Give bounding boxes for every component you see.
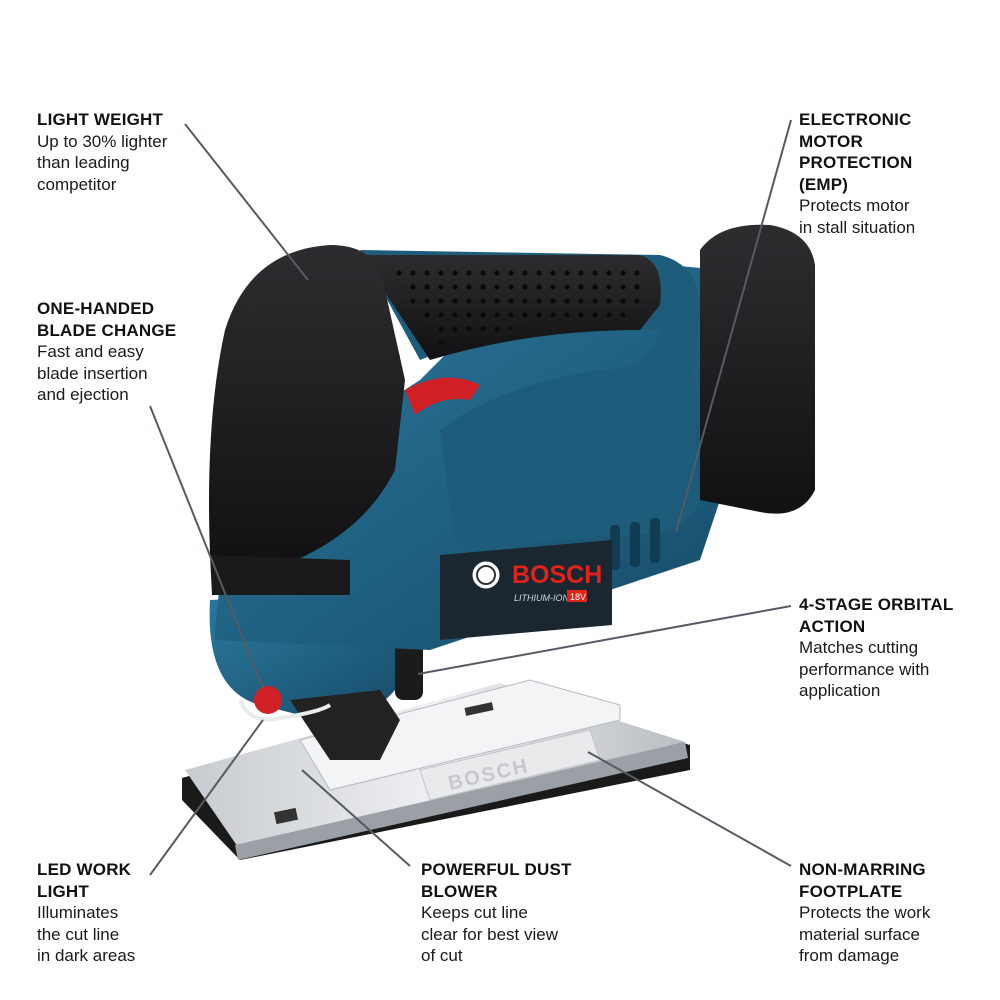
callout-title: ELECTRONIC MOTOR PROTECTION (EMP) [799,110,913,194]
callout-description: Matches cutting performance with applica… [799,638,930,700]
callout-footplate: NON-MARRING FOOTPLATE Protects the work … [799,859,930,967]
callout-title: LED WORK LIGHT [37,860,132,901]
callout-title: LIGHT WEIGHT [37,110,164,129]
footplate: BOSCH [182,679,690,860]
lithium-ion-badge: LITHIUM-ION [514,593,569,603]
callout-description: Illuminates the cut line in dark areas [37,903,136,965]
leader-orbital [417,605,792,675]
callout-title: POWERFUL DUST BLOWER [421,860,572,901]
callout-title: ONE-HANDED BLADE CHANGE [37,299,177,340]
leader-led [149,719,264,876]
callout-description: Keeps cut line clear for best view of cu… [421,903,558,965]
leader-lines [149,119,792,876]
leader-blade-change [149,405,264,689]
callout-dust-blower: POWERFUL DUST BLOWER Keeps cut line clea… [421,859,572,967]
main-housing: BOSCH LITHIUM-ION 18V [209,224,815,650]
leader-footplate [587,751,792,867]
callout-blade-change: ONE-HANDED BLADE CHANGE Fast and easy bl… [37,298,176,406]
callout-led-light: LED WORK LIGHT Illuminates the cut line … [37,859,135,967]
voltage-badge: 18V [570,592,586,602]
brand-logo: BOSCH [512,561,602,589]
callout-orbital-action: 4-STAGE ORBITAL ACTION Matches cutting p… [799,594,953,702]
callout-description: Up to 30% lighter than leading competito… [37,131,168,194]
callout-title: NON-MARRING FOOTPLATE [799,860,926,901]
callout-description: Fast and easy blade insertion and ejecti… [37,342,148,404]
callout-light-weight: LIGHT WEIGHT Up to 30% lighter than lead… [37,109,167,195]
leader-emp [675,119,792,533]
callout-emp: ELECTRONIC MOTOR PROTECTION (EMP) Protec… [799,109,915,238]
leader-light-weight [184,123,309,281]
callout-title: 4-STAGE ORBITAL ACTION [799,595,954,636]
callout-description: Protects the work material surface from … [799,903,931,965]
callout-description: Protects motor in stall situation [799,196,916,237]
leader-dust [301,769,411,867]
